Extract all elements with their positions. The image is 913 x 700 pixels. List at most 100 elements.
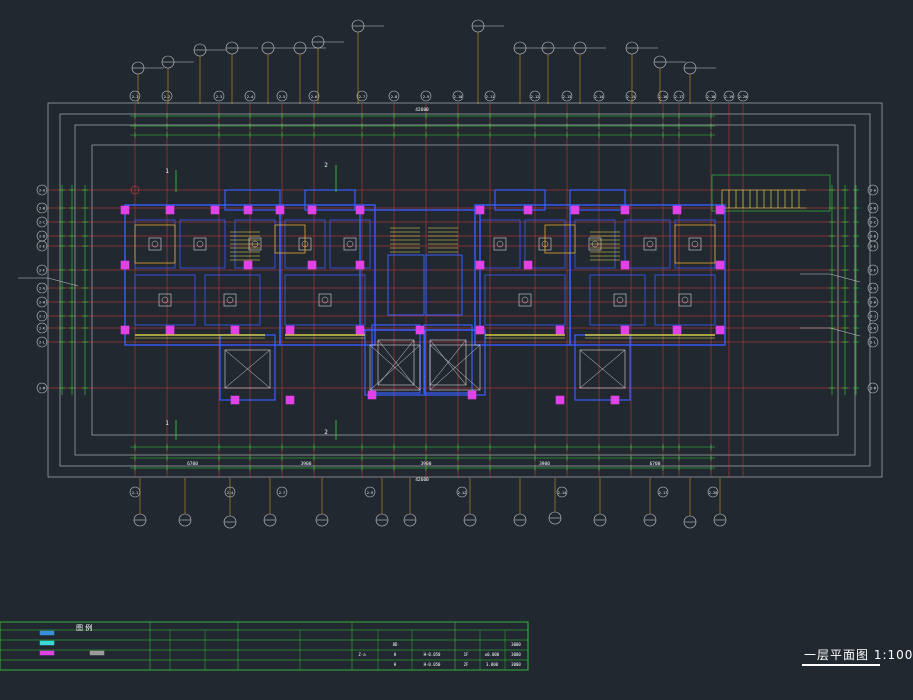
callout-leader	[47, 277, 79, 287]
axis-bubble-top	[213, 90, 225, 102]
dimension-segment-bottom: 6700	[187, 461, 198, 467]
furniture-chair	[616, 296, 624, 304]
dimension-segment-bottom: 3900	[421, 461, 432, 467]
structural-column	[610, 395, 620, 405]
axis-bubble-right	[867, 310, 879, 322]
axis-bubble-left	[36, 296, 48, 308]
axis-bubble-label-right: 2-F	[870, 269, 876, 273]
structural-column	[307, 260, 317, 270]
axis-bubble-label-top: 2-14	[595, 95, 603, 99]
room-wall	[284, 219, 326, 269]
axis-bubble-label-top: 2-7	[359, 95, 365, 99]
structural-column	[243, 260, 253, 270]
axis-bubble-label-left: 2-F	[39, 269, 45, 273]
dimension-overall-bottom: 42600	[415, 477, 429, 483]
axis-bubble-label-right: 2-A	[870, 189, 876, 193]
axis-bubble-right	[867, 240, 879, 252]
axis-bubble-label-bottom: 2-20	[709, 491, 717, 495]
axis-bubble-top	[657, 90, 669, 102]
furniture-chair	[496, 240, 504, 248]
furniture-chair	[521, 296, 529, 304]
axis-bubble-right	[867, 382, 879, 394]
axis-bubble-label-right: 2-D	[870, 235, 876, 239]
axis-bubble-label-top: 2-8	[391, 95, 397, 99]
structural-column	[715, 205, 725, 215]
structural-column	[523, 205, 533, 215]
schedule-cell: H	[394, 662, 397, 667]
axis-bubble-label-bottom: 2-17	[659, 491, 667, 495]
structural-column	[620, 205, 630, 215]
schedule-cell: 3000	[511, 642, 521, 647]
structural-column	[715, 260, 725, 270]
schedule-cell: ±0.000	[485, 652, 500, 657]
structural-column	[367, 390, 377, 400]
structural-column	[165, 325, 175, 335]
axis-bubble-label-right: 2-M	[870, 387, 876, 391]
axis-grid-lines	[48, 104, 850, 478]
axis-bubble-top	[388, 90, 400, 102]
axis-bubble-label-left: 2-L	[39, 341, 45, 345]
furniture-table	[318, 293, 332, 307]
structural-column	[355, 325, 365, 335]
axis-bubble-label-left: 2-J	[39, 315, 45, 319]
room-wall	[284, 274, 366, 326]
axis-bubble-left	[36, 264, 48, 276]
axis-bubble-top	[356, 90, 368, 102]
room-wall	[654, 274, 716, 326]
axis-bubble-label-left: 2-E	[39, 245, 45, 249]
axis-bubble-right	[867, 202, 879, 214]
structural-column	[672, 205, 682, 215]
schedule-cell: 2F	[464, 662, 469, 667]
axis-bubble-bottom	[556, 486, 568, 498]
axis-bubble-left	[36, 282, 48, 294]
title-underline	[802, 664, 880, 666]
section-mark-label: 2	[324, 429, 328, 436]
structural-column	[620, 325, 630, 335]
structural-column	[307, 205, 317, 215]
core-lower-wall	[423, 324, 473, 394]
lift-shaft	[579, 349, 626, 389]
axis-bubble-label-top: 2-13	[563, 95, 571, 99]
axis-bubble-right	[867, 184, 879, 196]
axis-bubble-left	[36, 184, 48, 196]
axis-bubble-label-top: 2-6	[311, 95, 317, 99]
axis-bubble-label-left: 2-B	[39, 207, 45, 211]
axis-bubble-top	[723, 90, 735, 102]
lift-shaft	[224, 349, 271, 389]
axis-bubble-top	[673, 90, 685, 102]
axis-bubble-top	[593, 90, 605, 102]
callout-leader	[829, 273, 861, 283]
structural-column	[243, 205, 253, 215]
building-walls	[124, 189, 726, 401]
axis-bubble-top	[529, 90, 541, 102]
furniture-table	[493, 237, 507, 251]
axis-bubble-label-top: 2-5	[279, 95, 285, 99]
schedule-cell: 3000	[511, 652, 521, 657]
axis-bubble-label-right: 2-C	[870, 221, 876, 225]
axis-bubble-label-bottom: 2-9	[367, 491, 373, 495]
axis-bubble-label-top: 2-1	[132, 95, 138, 99]
axis-bubble-label-top: 2-9	[423, 95, 429, 99]
lift-cross	[429, 344, 481, 391]
unit-entry-wall	[494, 189, 546, 211]
axis-bubble-label-bottom: 2-1	[132, 491, 138, 495]
furniture-chair	[196, 240, 204, 248]
unit-entry-wall	[304, 189, 356, 211]
furniture-chair	[646, 240, 654, 248]
furniture-chair	[151, 240, 159, 248]
legend-swatch	[39, 630, 55, 636]
ramp-outline	[711, 174, 831, 212]
axis-bubble-bottom	[657, 486, 669, 498]
axis-bubble-top	[737, 90, 749, 102]
schedule-cell: 8D	[393, 642, 398, 647]
furniture-table	[643, 237, 657, 251]
dimension-segment-bottom: 3900	[301, 461, 312, 467]
kitchen-counter	[674, 224, 716, 264]
axis-bubble-label-top: 2-20	[739, 95, 747, 99]
axis-bubble-right	[867, 322, 879, 334]
axis-bubble-left	[36, 310, 48, 322]
